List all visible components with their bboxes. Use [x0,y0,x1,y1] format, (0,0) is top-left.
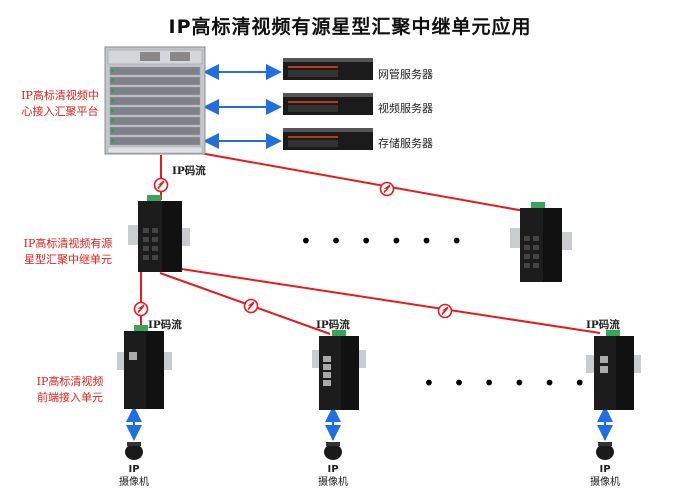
aggregation-chassis [104,46,206,155]
stream-label-right: IP码流 [586,319,620,331]
camera-label-line2: 摄像机 [318,477,348,488]
center-platform-label-line2: 心接入汇聚平台 [21,105,99,118]
link-break-icon [133,301,149,317]
camera-label-line1: IP [327,464,339,475]
relay-unit-label-line1: IP高标清视频有源 [23,237,113,250]
camera-label-2: IP 摄像机 [303,463,363,489]
link-relay-to-frontend-right [174,267,601,334]
camera-label-1: IP 摄像机 [104,463,164,489]
frontend-unit-label-line2: 前端接入单元 [37,391,103,404]
frontend-unit-icon [117,325,172,409]
server-label-storage: 存储服务器 [378,137,433,150]
ip-camera-icon [125,442,143,460]
diagram-title: IP高标清视频有源星型汇聚中继单元应用 [168,16,532,38]
relay-unit-label: IP高标清视频有源 星型汇聚中继单元 [14,236,122,268]
link-break-icon [153,177,169,193]
ellipsis-lower: • • • • • • [423,371,592,395]
stream-label-top: IP码流 [172,165,206,177]
camera-label-line1: IP [128,464,140,475]
link-break-icon [437,303,453,319]
center-platform-label-line1: IP高标清视频中 [21,89,99,102]
stream-label-left: IP码流 [148,319,182,331]
ellipsis-upper: • • • • • • [300,229,469,253]
camera-label-line2: 摄像机 [119,477,149,488]
server-icon [283,93,373,115]
camera-label-3: IP 摄像机 [575,463,635,489]
frontend-unit-label-line1: IP高标清视频 [36,375,104,388]
relay-unit-label-line2: 星型汇聚中继单元 [24,253,112,266]
link-break-icon [379,181,395,197]
link-platform-to-relay-remote [199,152,531,213]
server-label-video: 视频服务器 [378,102,433,115]
frontend-unit-label: IP高标清视频 前端接入单元 [26,374,114,406]
frontend-unit-icon [312,330,366,410]
ip-camera-icon [596,442,614,460]
camera-label-line1: IP [599,464,611,475]
camera-label-line2: 摄像机 [590,477,620,488]
center-platform-label: IP高标清视频中 心接入汇聚平台 [14,88,106,120]
relay-switch-icon-remote [510,202,572,282]
stream-label-middle: IP码流 [316,319,350,331]
ip-camera-icon [324,442,342,460]
server-icon [283,58,373,80]
server-icon [283,128,373,150]
link-break-icon [243,298,259,314]
relay-switch-icon [128,195,190,272]
frontend-unit-icon [586,330,641,410]
server-label-nms: 网管服务器 [378,68,433,81]
